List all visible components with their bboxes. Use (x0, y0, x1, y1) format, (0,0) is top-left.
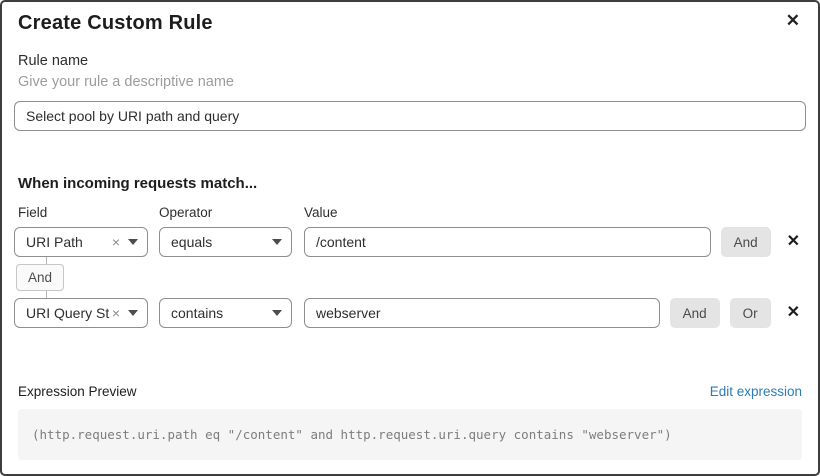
modal-title: Create Custom Rule (18, 12, 213, 34)
rule-name-helper: Give your rule a descriptive name (18, 74, 234, 90)
operator-select-1-value: equals (171, 234, 213, 250)
field-select-2-value: URI Query St... (26, 305, 110, 321)
operator-select-2[interactable]: contains (159, 298, 292, 328)
expression-preview-label: Expression Preview (18, 384, 137, 399)
field-select-2[interactable]: URI Query St... × (14, 298, 148, 328)
edit-expression-link[interactable]: Edit expression (709, 384, 802, 399)
field-column-label: Field (18, 205, 48, 220)
add-and-condition-button[interactable]: And (669, 298, 720, 328)
chevron-down-icon (128, 239, 138, 245)
condition-row-2: URI Query St... × contains And Or ✕ (14, 298, 806, 328)
operator-select-2-value: contains (171, 305, 224, 321)
condition-column-headers: Field Operator Value (18, 205, 802, 220)
close-icon[interactable]: ✕ (782, 8, 804, 33)
rule-name-label: Rule name (18, 53, 89, 69)
expression-preview-header: Expression Preview Edit expression (18, 384, 802, 399)
value-input-2[interactable] (304, 298, 660, 328)
condition-row-1: URI Path × equals And ✕ (14, 227, 806, 257)
connector-and-chip[interactable]: And (16, 264, 65, 291)
clear-icon[interactable]: × (111, 234, 120, 250)
chevron-down-icon (272, 310, 282, 316)
value-column-label: Value (304, 205, 338, 220)
delete-condition-icon[interactable]: ✕ (786, 304, 800, 321)
chevron-down-icon (272, 239, 282, 245)
connector-line (46, 291, 47, 298)
value-input-1[interactable] (304, 227, 711, 257)
operator-select-1[interactable]: equals (159, 227, 292, 257)
field-select-1-value: URI Path (26, 234, 83, 250)
connector-line (46, 257, 47, 264)
match-section-heading: When incoming requests match... (18, 175, 258, 192)
chevron-down-icon (128, 310, 138, 316)
add-or-condition-button[interactable]: Or (729, 298, 771, 328)
expression-code-preview: (http.request.uri.path eq "/content" and… (18, 409, 802, 460)
rule-name-input[interactable] (14, 101, 806, 131)
operator-column-label: Operator (159, 205, 213, 220)
add-and-condition-button[interactable]: And (720, 227, 771, 257)
delete-condition-icon[interactable]: ✕ (786, 233, 800, 250)
condition-connector: And (16, 257, 806, 298)
field-select-1[interactable]: URI Path × (14, 227, 148, 257)
clear-icon[interactable]: × (111, 305, 120, 321)
